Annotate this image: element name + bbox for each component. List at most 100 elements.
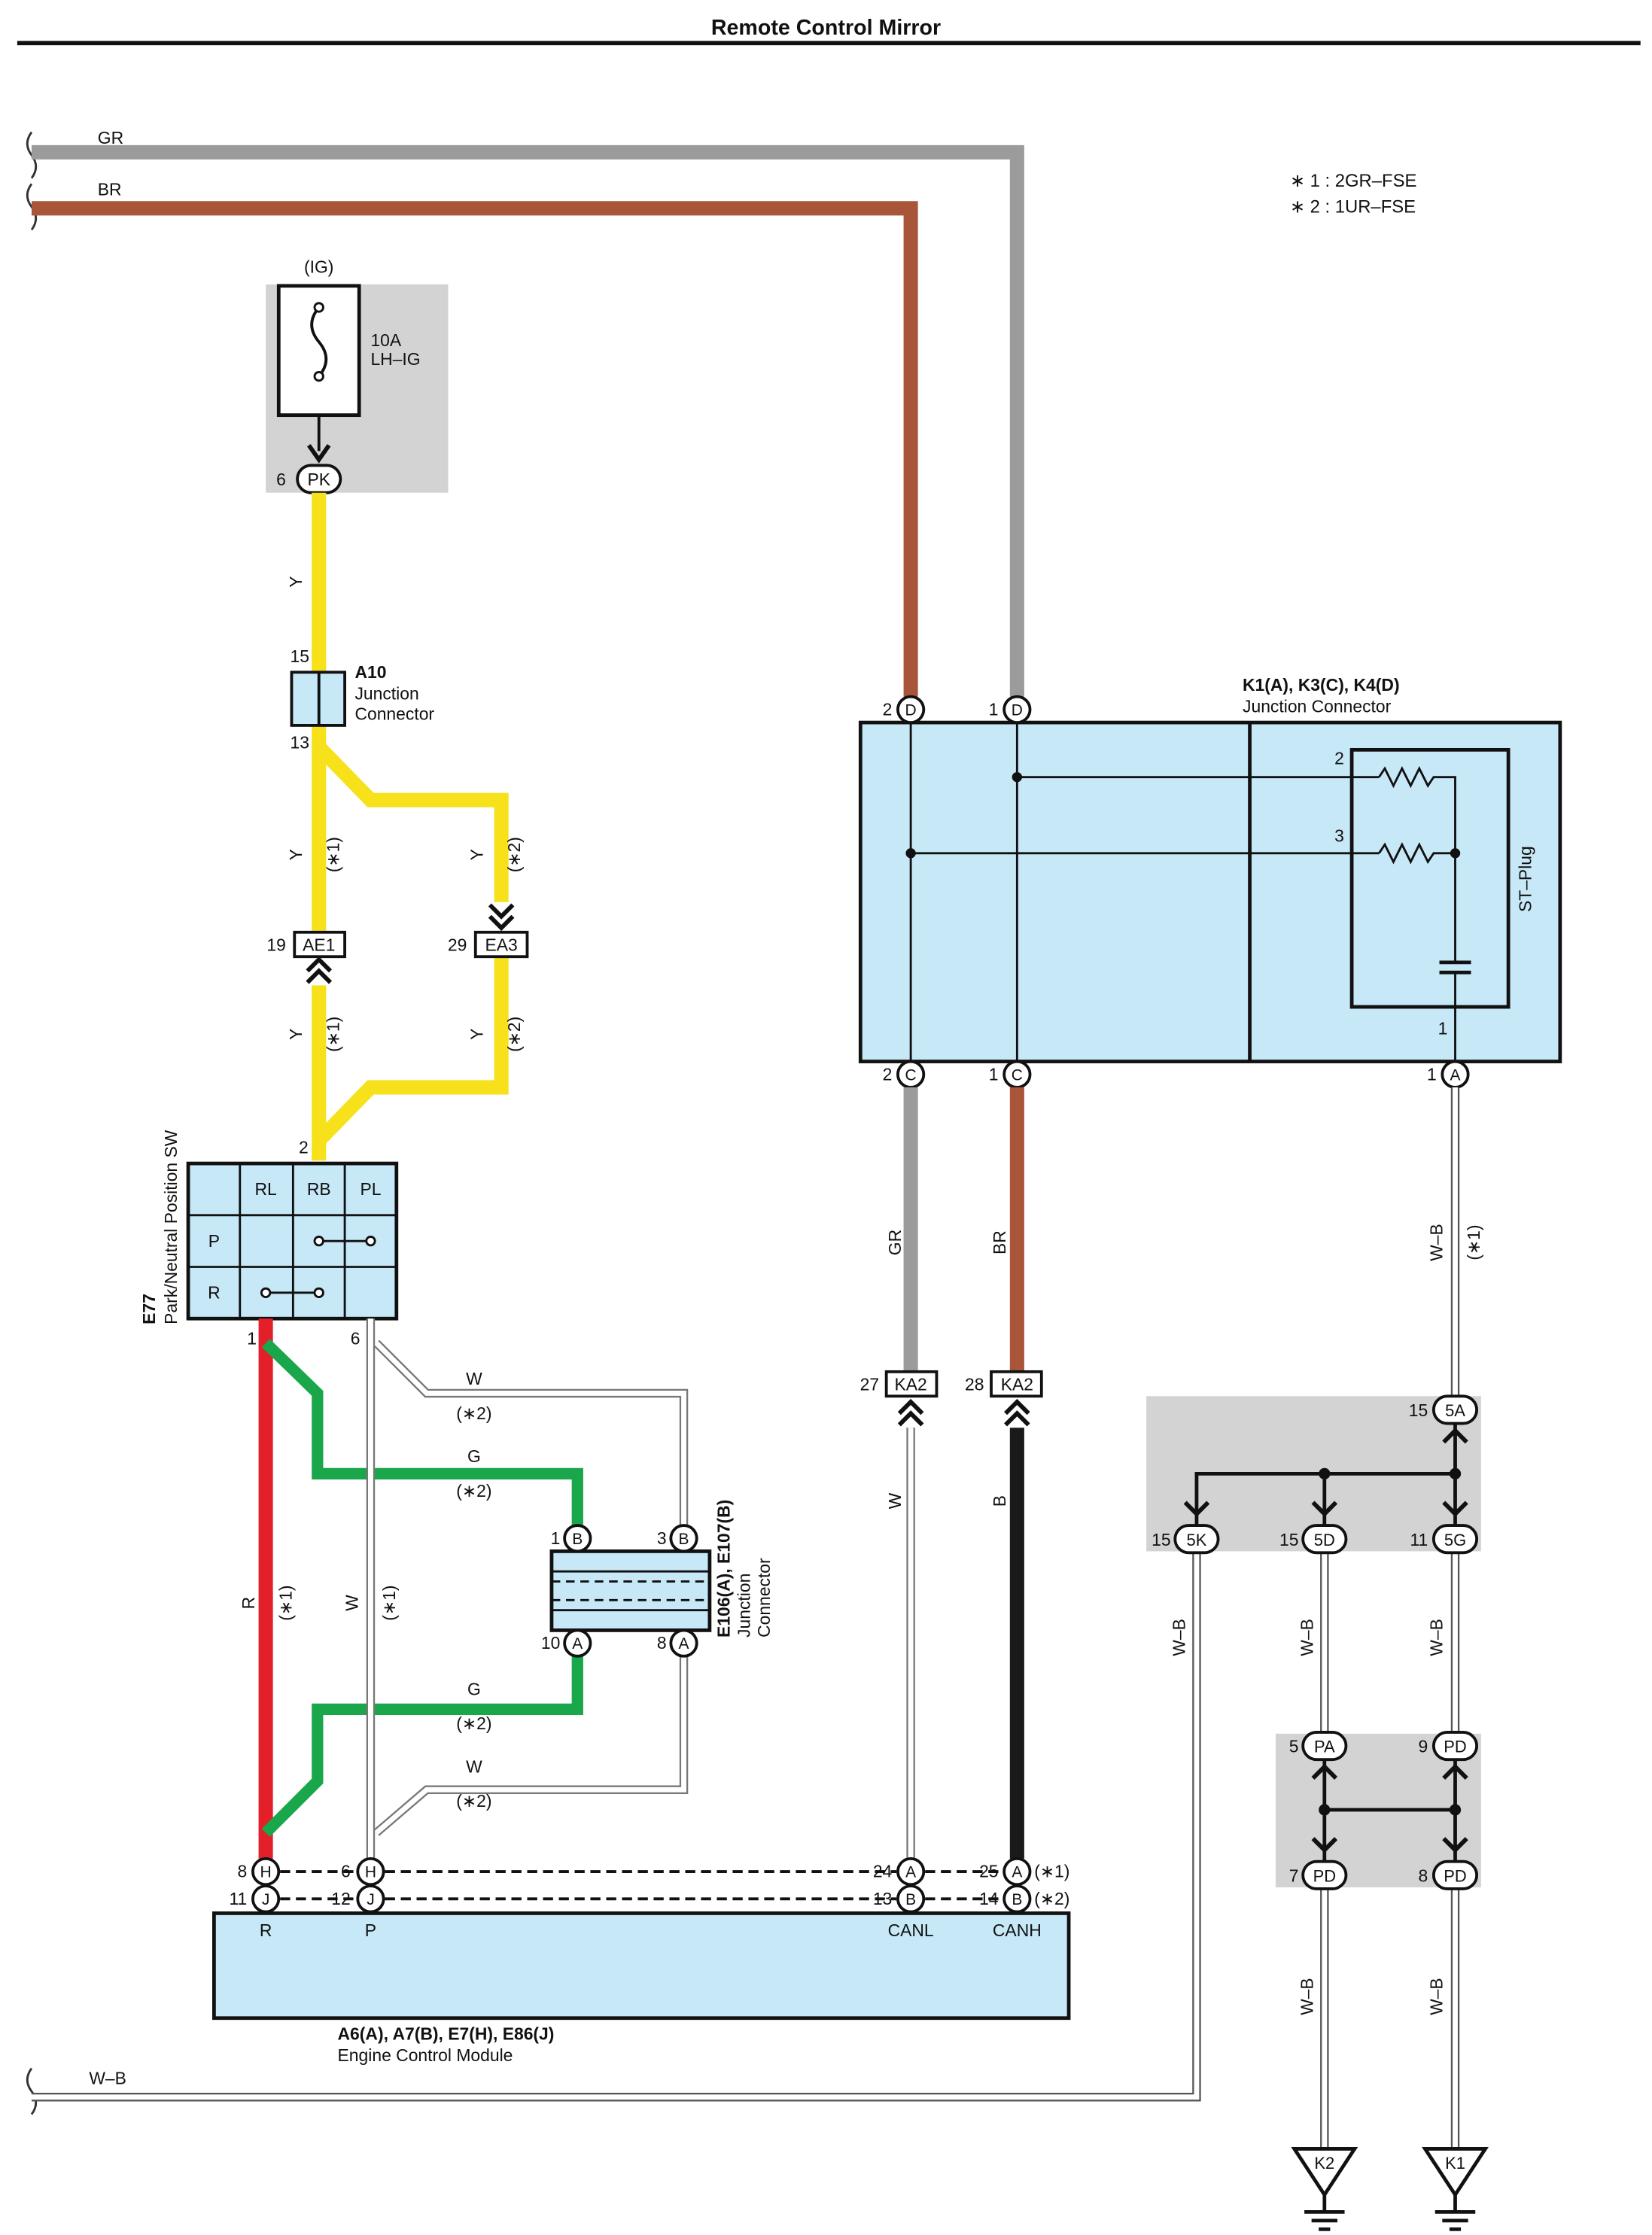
wire-label-wb-7: W–B [89,2069,126,2088]
ka2-pin-27: 27 [860,1375,879,1394]
wire-label-wb-5: W–B [1298,1978,1317,2015]
k1-top-pin-2-conn: D [1012,702,1023,719]
e106-pin-1: 1 [551,1528,561,1548]
ecm-conn-6: H [365,1864,376,1881]
ka2-connector-27 [884,1370,939,1398]
wire-g [261,1339,583,1837]
ecm-tag-s1: (∗1) [1034,1862,1069,1881]
wire-label-wb-4: W–B [1426,1619,1446,1656]
k1-top-pin-1: 2 [883,700,893,719]
jp-pin-7: 7 [1289,1866,1299,1885]
jp-pin-8: 8 [1419,1866,1428,1885]
e77-id: E77 [139,1294,159,1324]
st-plug-box [1349,747,1511,1009]
fuse-conn-id: PK [307,470,330,489]
k1-bot-pin-3: 1 [1427,1064,1437,1084]
jp-pin-9: 9 [1419,1737,1428,1756]
e106-pin-10: 10 [541,1633,560,1653]
ecm-pin-11: 11 [230,1889,248,1908]
ecm-name: Engine Control Module [338,2045,513,2065]
wire-label-w-canl: W [885,1492,905,1509]
wire-label-wb-2: W–B [1170,1619,1189,1656]
wire-label-br-can: BR [990,1230,1009,1254]
e106-pin-8-conn: A [679,1635,689,1653]
wire-label-y-5: Y [467,1029,486,1040]
ecm-conn-11: J [262,1891,270,1908]
fuse-symbol [310,306,328,378]
a10-id: A10 [354,662,386,682]
e77-col-rb: RB [307,1179,331,1199]
e77-col-rl: RL [254,1179,276,1199]
fuse-pin: 6 [276,470,286,489]
wire-label-g-2: G [467,1679,481,1698]
e106-label-2: Connector [754,1558,774,1637]
e77-name: Park/Neutral Position SW [161,1130,181,1324]
k1-junction-body [858,720,1562,1063]
ea3-id: EA3 [485,935,517,955]
a10-pin-out: 13 [291,732,309,752]
wire-tag-s2-2: (∗2) [504,1017,524,1052]
wire-label-wb-3: W–B [1298,1619,1317,1656]
wire-label-w-3: W [342,1595,361,1611]
ecm-label-canl: CANL [888,1920,934,1940]
wire-tag-s1-1: (∗1) [323,837,342,872]
ecm-pin-6: 6 [341,1862,351,1881]
wire-break-marks [26,131,38,2115]
j5-conn-5a: 5A [1445,1401,1465,1420]
ka2-connector-28 [990,1370,1043,1398]
diagram-title: Remote Control Mirror [711,16,941,40]
wire-yellow [312,492,509,1161]
wire-tag-s1-2: (∗1) [323,1017,342,1052]
ecm-label-p: P [365,1920,376,1940]
wire-label-g-1: G [467,1446,481,1466]
k1-bot-pin-1: 2 [883,1064,893,1084]
ecm-body [212,1911,1071,2021]
e77-row-p: P [208,1231,220,1251]
e106-pin-1-conn: B [572,1531,583,1548]
wire-label-w-2: W [466,1756,482,1776]
j5-pin-15a: 15 [1409,1400,1428,1420]
ground-k1 [1422,2147,1489,2231]
e77-col-pl: PL [360,1179,381,1199]
wire-label-gr-top: GR [98,128,123,147]
ground-k2 [1291,2147,1358,2231]
wire-br-top [31,201,918,697]
wire-label-br-top: BR [98,180,122,199]
wire-tag-s2-1: (∗2) [504,837,524,872]
k1-top-pin-2: 1 [989,700,999,719]
j5-pin-15k: 15 [1152,1530,1170,1549]
wire-tag-s1-wb: (∗1) [1464,1224,1483,1260]
jp-conn-pd-3: PD [1444,1866,1466,1885]
ecm-conn-25: A [1012,1864,1022,1881]
fuse-name: LH–IG [370,349,420,369]
wire-label-y-4: Y [286,1029,306,1040]
a10-pin-in: 15 [291,646,309,666]
e106-pin-3: 3 [657,1528,667,1548]
k1-bot-pin-3-conn: A [1450,1066,1461,1084]
k1-inner-pin-3: 3 [1334,826,1344,846]
ecm-pin-25: 25 [979,1862,998,1881]
e77-pin-top: 2 [299,1138,309,1157]
jp-conn-pd-1: PD [1444,1738,1466,1756]
note-1: ∗ 1 : 2GR–FSE [1290,171,1416,191]
ecm-label-r: R [260,1920,272,1940]
jp-conn-pd-2: PD [1313,1866,1336,1885]
wire-label-gr-can: GR [885,1230,905,1255]
wire-tag-s2-g2: (∗2) [456,1714,491,1733]
ecm-pin-13: 13 [873,1889,892,1908]
ecm-pin-24: 24 [873,1862,893,1881]
j5-pin-11: 11 [1410,1530,1428,1549]
ecm-pin-8: 8 [238,1862,248,1881]
wire-wb [31,1087,1460,2148]
wire-tag-s1-r: (∗1) [275,1586,295,1621]
e106-label-1: Junction [734,1574,753,1637]
k1-bot-pin-1-conn: C [905,1066,917,1084]
k1-inner-pin-1: 1 [1438,1018,1448,1038]
ka2-id-28: KA2 [1001,1375,1033,1394]
j5-conn-5d: 5D [1314,1531,1335,1549]
j5-conn-5k: 5K [1187,1531,1207,1549]
wire-label-wb-6: W–B [1426,1978,1446,2015]
ka2-id-27: KA2 [894,1375,926,1394]
k1-inner-pin-2: 2 [1334,748,1344,768]
ecm-tag-s2: (∗2) [1034,1889,1069,1908]
